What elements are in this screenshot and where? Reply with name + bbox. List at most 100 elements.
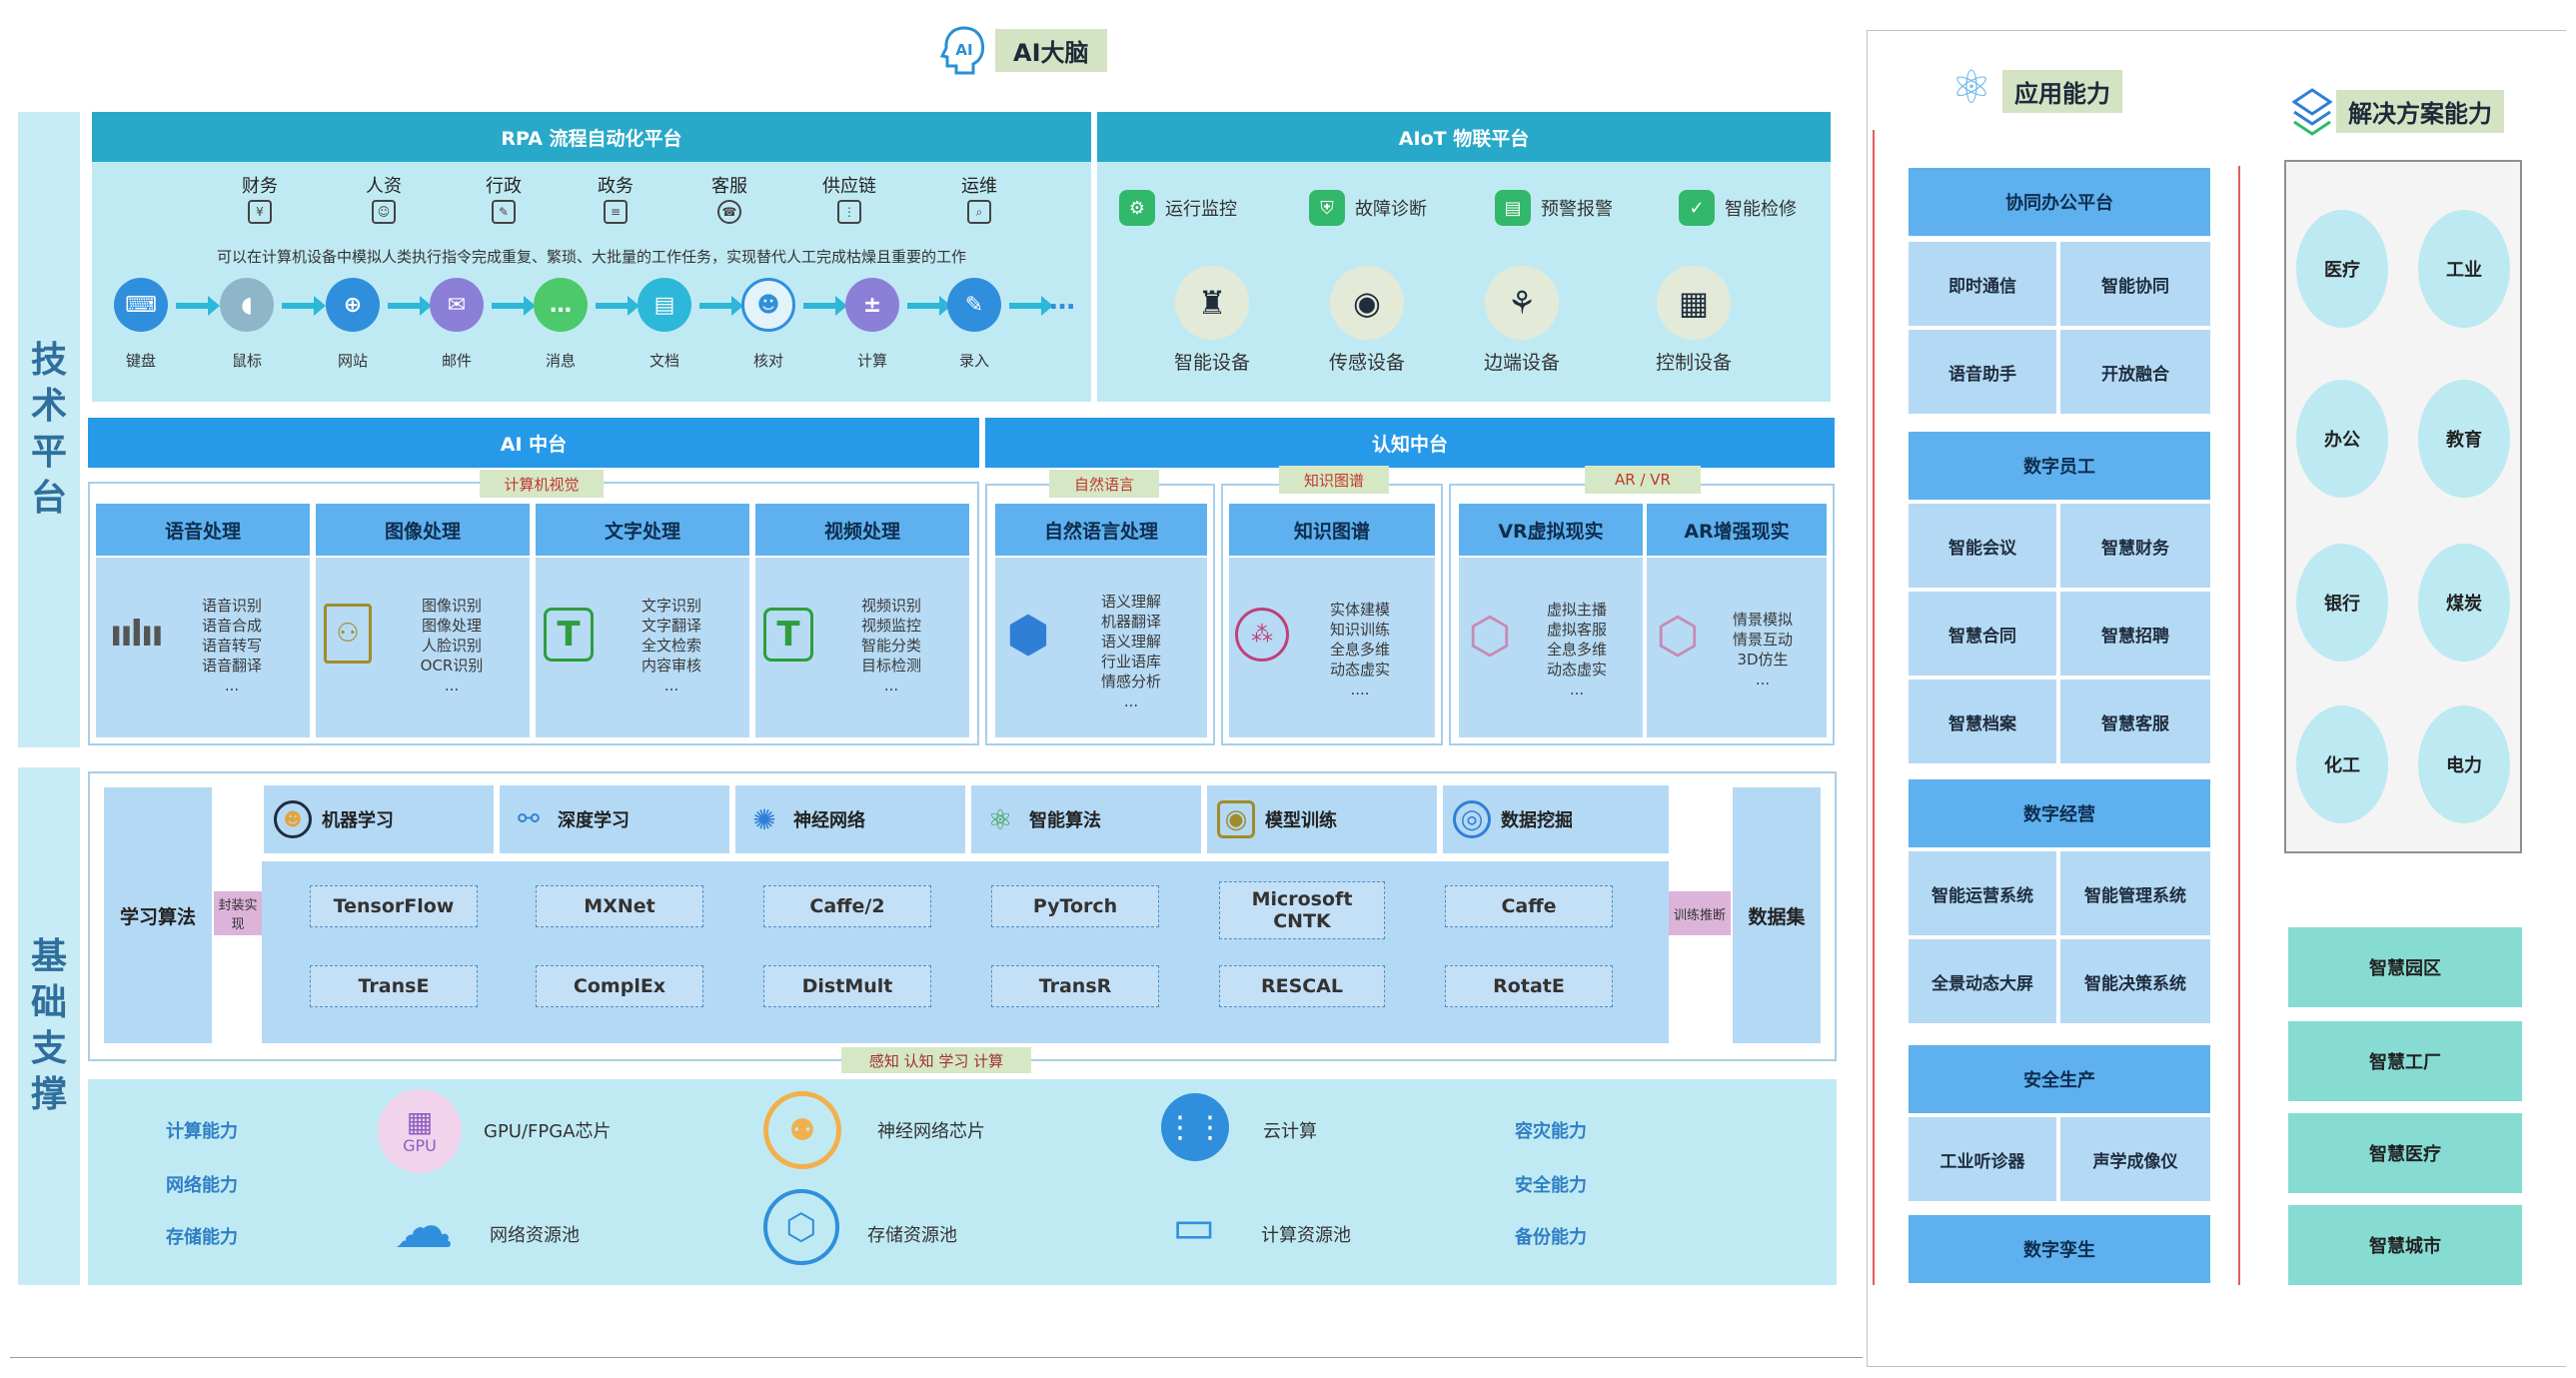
- rpa-category-government: 政务≡: [568, 172, 663, 224]
- cognitive-center-header: 认知中台: [985, 418, 1835, 468]
- module-item: ...: [224, 677, 240, 694]
- step-label-calc: 计算: [856, 352, 887, 370]
- cap-compute: 计算能力: [166, 1121, 238, 1142]
- app-cell: 开放融合: [2060, 330, 2210, 414]
- module-item: 智能分类: [860, 637, 921, 655]
- app-group-head-safety: 安全生产: [1909, 1045, 2210, 1113]
- module-item: ...: [1123, 692, 1139, 710]
- module-item: ...: [883, 677, 899, 694]
- graph-nodes-icon: ⁂: [1235, 608, 1289, 662]
- rpa-category-hr: 人资☺: [336, 172, 432, 224]
- framework-caffe2: Caffe/2: [763, 885, 931, 927]
- user-check-icon: ☻: [741, 278, 795, 332]
- module-head-kg: 知识图谱: [1229, 504, 1435, 556]
- cap-backup: 备份能力: [1515, 1227, 1587, 1248]
- module-item: 语义理解: [1100, 593, 1161, 611]
- app-cell: 全景动态大屏: [1909, 939, 2056, 1023]
- solution-smart-factory: 智慧工厂: [2288, 1021, 2522, 1101]
- ai-head-icon: AI: [939, 26, 985, 75]
- controller-device-icon: ▦: [1657, 266, 1731, 340]
- waveform-icon: ıılıı: [110, 614, 164, 655]
- model-transe: TransE: [310, 965, 478, 1007]
- mouse-icon: ◖: [220, 278, 274, 332]
- app-cell: 智慧招聘: [2060, 592, 2210, 676]
- tag-knowledge-graph: 知识图谱: [1279, 466, 1389, 494]
- solution-smart-medical: 智慧医疗: [2288, 1113, 2522, 1193]
- aiot-function-diagnosis: ⛨故障诊断: [1309, 190, 1427, 226]
- gpu-chip-icon: ▦ GPU: [378, 1089, 462, 1173]
- tag-natural-language: 自然语言: [1049, 470, 1159, 498]
- rpa-category-admin: 行政✎: [456, 172, 552, 224]
- rpa-description: 可以在计算机设备中模拟人类执行指令完成重复、繁琐、大批量的工作任务，实现替代人工…: [216, 248, 966, 266]
- algo-tab-nn: ✺神经网络: [735, 785, 965, 853]
- keyboard-icon: ⌨: [114, 278, 168, 332]
- app-cell: 智慧档案: [1909, 680, 2056, 763]
- hexagon-outline-icon: ⬡: [1468, 607, 1512, 665]
- module-item: 语音转写: [201, 637, 262, 655]
- data-orbit-icon: ◎: [1453, 800, 1491, 838]
- cap-security: 安全能力: [1515, 1175, 1587, 1196]
- device-label-sensor: 传感设备: [1328, 352, 1405, 374]
- algo-tab-smart: ⚛智能算法: [971, 785, 1201, 853]
- infra-cloud: 云计算: [1263, 1121, 1317, 1142]
- learning-algorithm-label: 学习算法: [104, 787, 212, 1043]
- arrow-icon: [1009, 296, 1053, 316]
- app-cell: 智能管理系统: [2060, 851, 2210, 935]
- framework-cntk: Microsoft CNTK: [1219, 881, 1385, 939]
- left-red-bracket: [1873, 130, 1875, 1285]
- layers-icon: [2291, 88, 2333, 148]
- industry-circle: 化工: [2296, 705, 2388, 823]
- industry-circle: 医疗: [2296, 210, 2388, 328]
- app-cell: 智能会议: [1909, 504, 2056, 588]
- module-item: 内容审核: [641, 657, 701, 675]
- step-label-entry: 录入: [958, 352, 989, 370]
- sensor-device-icon: ◉: [1330, 266, 1404, 340]
- module-item: 图像处理: [421, 617, 482, 635]
- eye-monitor-icon: ◉: [1217, 800, 1255, 838]
- module-item: 行业语库: [1100, 653, 1161, 671]
- module-body-image: ⚇ 图像识别 图像处理 人脸识别 OCR识别 ...: [316, 558, 530, 737]
- module-item: 视频识别: [860, 597, 921, 615]
- neural-chip-icon: ⚉: [763, 1091, 841, 1169]
- app-cell: 智能运营系统: [1909, 851, 2056, 935]
- module-item: 3D仿生: [1737, 651, 1789, 669]
- tag-perception-cognition: 感知 认知 学习 计算: [841, 1047, 1031, 1073]
- framework-mxnet: MXNet: [536, 885, 703, 927]
- device-label-smart: 智能设备: [1173, 352, 1250, 374]
- infra-compute-pool: 计算资源池: [1261, 1225, 1351, 1246]
- neural-hexagon-icon: ⬢: [1006, 606, 1050, 664]
- module-item: 语义理解: [1100, 633, 1161, 651]
- aiot-platform-header: AIoT 物联平台: [1097, 112, 1831, 162]
- module-item: 机器翻译: [1100, 613, 1161, 631]
- module-item: OCR识别: [420, 657, 484, 675]
- app-group-head-digital-operation: 数字经营: [1909, 779, 2210, 847]
- device-label-edge: 边端设备: [1483, 352, 1560, 374]
- document-icon: ≡: [604, 200, 628, 224]
- module-body-kg: ⁂ 实体建模 知识训练 全息多维 动态虚实 ....: [1229, 558, 1435, 737]
- industry-circle: 教育: [2418, 380, 2510, 498]
- module-item: 文字识别: [641, 597, 701, 615]
- cap-network: 网络能力: [166, 1175, 238, 1196]
- solution-smart-park: 智慧园区: [2288, 927, 2522, 1007]
- model-transr: TransR: [991, 965, 1159, 1007]
- module-item: 动态虚实: [1329, 661, 1390, 679]
- calculator-icon: ±: [845, 278, 899, 332]
- frameworks-area: [262, 861, 1669, 1043]
- robot-device-icon: ♜: [1175, 266, 1249, 340]
- step-label-website: 网站: [337, 352, 368, 370]
- aiot-function-maintenance: ✓智能检修: [1679, 190, 1797, 226]
- module-item: ...: [663, 677, 679, 694]
- capability-panel: [1867, 30, 2566, 1367]
- tag-ar-vr: AR / VR: [1585, 466, 1701, 494]
- industry-circle: 煤炭: [2418, 544, 2510, 662]
- text-recognition-icon: T: [544, 608, 594, 662]
- device-label-control: 控制设备: [1655, 352, 1732, 374]
- cap-storage: 存储能力: [166, 1227, 238, 1248]
- solution-smart-city: 智慧城市: [2288, 1205, 2522, 1285]
- module-head-ar: AR增强现实: [1647, 504, 1827, 556]
- module-item: 实体建模: [1329, 601, 1390, 619]
- industry-circle: 银行: [2296, 544, 2388, 662]
- module-item: 全息多维: [1546, 641, 1607, 659]
- arrow-icon: [492, 296, 536, 316]
- algo-tab-ml: ☻机器学习: [264, 785, 494, 853]
